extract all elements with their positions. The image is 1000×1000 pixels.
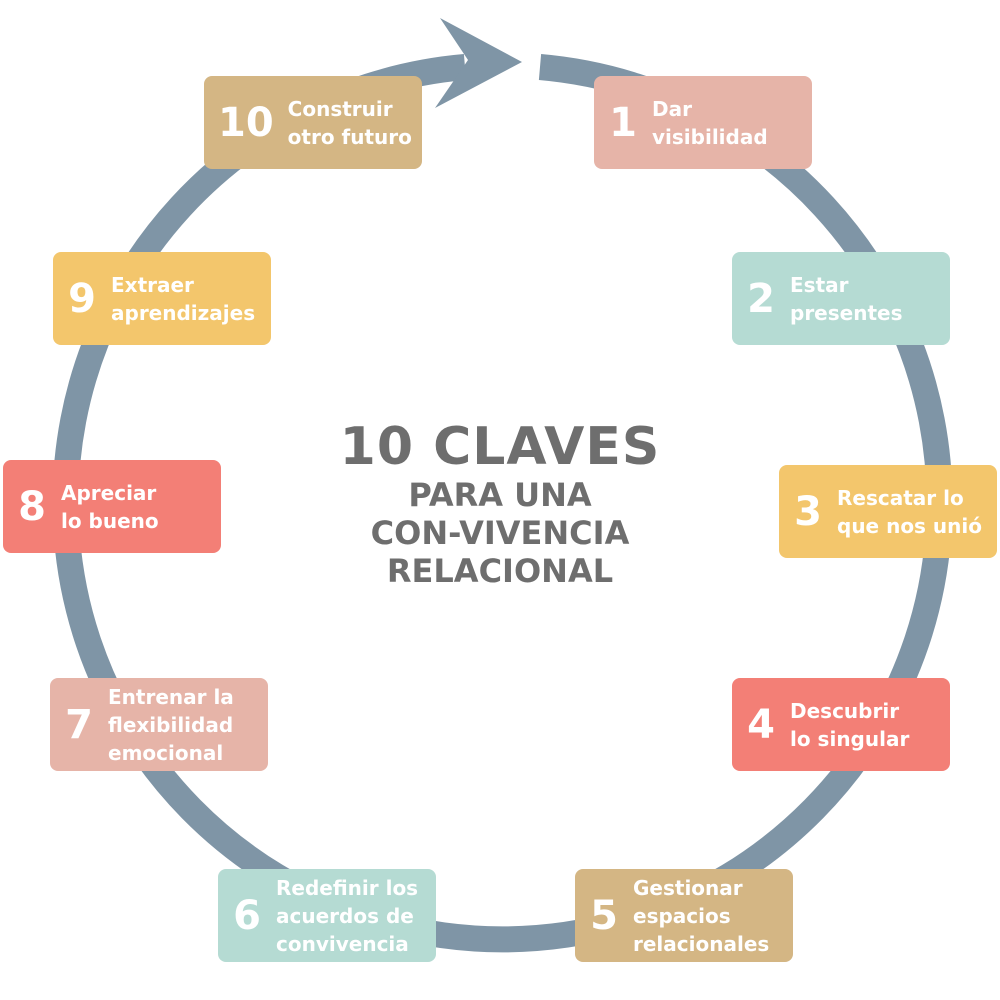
diagram-title: 10 CLAVES PARA UNA CON-VIVENCIA RELACION… xyxy=(300,418,700,590)
step-6: 6 Redefinir los acuerdos de convivencia xyxy=(218,869,436,962)
step-number: 7 xyxy=(65,701,93,748)
step-10: 10 Construir otro futuro xyxy=(204,76,422,169)
step-label: Rescatar lo que nos unió xyxy=(837,485,982,538)
step-label: Gestionar espacios relacionales xyxy=(633,875,770,956)
step-label: Extraer aprendizajes xyxy=(111,272,256,325)
step-label: Apreciar lo bueno xyxy=(61,480,159,533)
step-number: 4 xyxy=(747,701,775,748)
step-5: 5 Gestionar espacios relacionales xyxy=(575,869,793,962)
step-label: Estar presentes xyxy=(790,272,903,325)
step-7: 7 Entrenar la flexibilidad emocional xyxy=(50,678,268,771)
cycle-arrowhead-icon xyxy=(435,18,522,108)
step-number: 1 xyxy=(609,99,637,146)
step-2: 2 Estar presentes xyxy=(732,252,950,345)
step-8: 8 Apreciar lo bueno xyxy=(3,460,221,553)
step-4: 4 Descubrir lo singular xyxy=(732,678,950,771)
step-label: Descubrir lo singular xyxy=(790,698,910,751)
step-number: 9 xyxy=(68,275,96,322)
step-number: 6 xyxy=(233,892,261,939)
step-number: 5 xyxy=(590,892,618,939)
title-line-3: CON-VIVENCIA xyxy=(370,514,630,552)
step-label: Redefinir los acuerdos de convivencia xyxy=(276,875,419,956)
step-number: 3 xyxy=(794,488,822,535)
step-3: 3 Rescatar lo que nos unió xyxy=(779,465,997,558)
step-9: 9 Extraer aprendizajes xyxy=(53,252,271,345)
title-line-1: 10 CLAVES xyxy=(339,417,661,477)
step-number: 10 xyxy=(218,99,274,146)
step-label: Construir otro futuro xyxy=(287,96,412,149)
step-label: Dar visibilidad xyxy=(652,96,768,149)
step-label: Entrenar la flexibilidad emocional xyxy=(108,684,234,765)
step-number: 2 xyxy=(747,275,775,322)
title-line-2: PARA UNA xyxy=(408,476,592,514)
step-1: 1 Dar visibilidad xyxy=(594,76,812,169)
title-line-4: RELACIONAL xyxy=(386,552,614,590)
step-number: 8 xyxy=(18,483,46,530)
